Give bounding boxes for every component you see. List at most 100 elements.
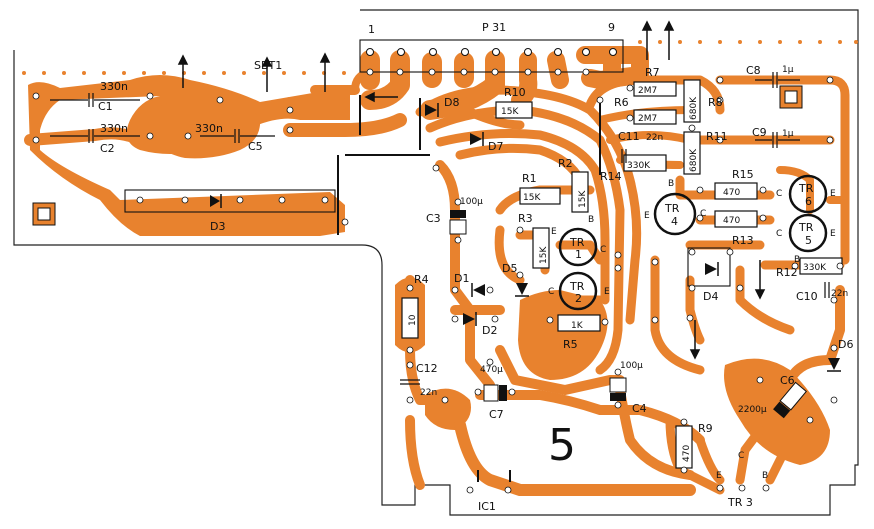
svg-text:C12: C12 — [416, 362, 438, 375]
svg-text:R5: R5 — [563, 338, 578, 351]
svg-text:C: C — [700, 209, 706, 219]
resistor-r1 — [519, 187, 561, 205]
svg-text:D8: D8 — [444, 96, 459, 109]
resistor-r3 — [532, 227, 550, 269]
diode-d8 — [425, 104, 437, 116]
cap-c11 — [621, 149, 627, 163]
svg-text:C11: C11 — [618, 130, 640, 143]
svg-text:15K: 15K — [539, 246, 549, 264]
svg-text:100µ: 100µ — [460, 197, 483, 207]
svg-text:2: 2 — [575, 292, 582, 305]
svg-text:15K: 15K — [578, 190, 588, 208]
svg-text:C4: C4 — [632, 402, 647, 415]
pads — [32, 68, 844, 494]
resistor-r8 — [683, 79, 701, 123]
svg-text:330n: 330n — [100, 80, 128, 93]
svg-text:TR: TR — [664, 202, 680, 215]
cap-c4 — [609, 377, 627, 401]
svg-text:R1: R1 — [522, 172, 537, 185]
cap-c2 — [50, 129, 140, 143]
svg-text:TR 3: TR 3 — [727, 496, 753, 509]
resistor-r6 — [633, 109, 677, 125]
cap-c12 — [400, 379, 420, 385]
svg-text:C5: C5 — [248, 140, 263, 153]
svg-text:R9: R9 — [698, 422, 713, 435]
connector-pins — [366, 48, 617, 56]
svg-text:B: B — [762, 471, 768, 481]
connector-label: P 31 — [482, 21, 506, 34]
svg-text:1K: 1K — [571, 321, 584, 331]
svg-text:R3: R3 — [518, 212, 533, 225]
svg-text:R12: R12 — [776, 266, 798, 279]
svg-text:TR: TR — [798, 182, 814, 195]
svg-text:R15: R15 — [732, 168, 754, 181]
svg-text:R7: R7 — [645, 66, 660, 79]
svg-text:22n: 22n — [831, 289, 848, 299]
svg-text:B: B — [794, 255, 800, 265]
board-number: 5 — [548, 420, 576, 471]
svg-text:6: 6 — [805, 195, 812, 208]
svg-text:2M7: 2M7 — [638, 86, 657, 96]
svg-text:680K: 680K — [689, 148, 699, 172]
labels: P 31 1 9 SBT1 330n C1 330n C2 330n C5 D3… — [98, 21, 853, 513]
svg-text:E: E — [830, 229, 836, 239]
svg-text:E: E — [644, 211, 650, 221]
svg-text:R2: R2 — [558, 157, 573, 170]
svg-text:C: C — [776, 229, 782, 239]
resistor-r10 — [495, 101, 533, 119]
svg-text:2M7: 2M7 — [638, 114, 657, 124]
diode-d2 — [463, 312, 477, 326]
svg-text:C: C — [738, 451, 744, 461]
svg-text:D1: D1 — [454, 272, 469, 285]
svg-text:15K: 15K — [523, 193, 541, 203]
svg-text:D2: D2 — [482, 324, 497, 337]
svg-text:C: C — [776, 189, 782, 199]
svg-text:330n: 330n — [100, 122, 128, 135]
cap-c8 — [755, 72, 800, 88]
connector-p31 — [359, 39, 624, 73]
svg-text:C3: C3 — [426, 212, 441, 225]
cap-c6 — [773, 381, 807, 419]
svg-text:SBT1: SBT1 — [254, 59, 282, 72]
arrows — [177, 20, 766, 360]
connector-pin-last: 9 — [608, 21, 615, 34]
svg-text:TR: TR — [569, 236, 585, 249]
resistor-r7 — [633, 81, 677, 97]
svg-text:E: E — [604, 287, 610, 297]
svg-text:1µ: 1µ — [782, 129, 794, 139]
svg-text:TR: TR — [569, 280, 585, 293]
transistor-tr5 — [788, 213, 828, 253]
svg-text:15K: 15K — [501, 107, 519, 117]
svg-text:1: 1 — [575, 248, 582, 261]
svg-text:330K: 330K — [803, 263, 827, 273]
wire-bridge-1 — [337, 95, 430, 235]
diode-d4 — [687, 247, 731, 287]
svg-text:470: 470 — [682, 445, 692, 462]
svg-text:680K: 680K — [689, 96, 699, 120]
transistor-tr4 — [653, 192, 697, 236]
cap-c1 — [50, 93, 140, 107]
resistor-r15 — [714, 182, 758, 200]
svg-text:R11: R11 — [706, 130, 728, 143]
svg-text:R13: R13 — [732, 234, 754, 247]
svg-text:C: C — [600, 245, 606, 255]
cap-c9 — [755, 132, 800, 148]
svg-text:B: B — [588, 215, 594, 225]
board-outline — [13, 9, 859, 516]
svg-text:B: B — [668, 179, 674, 189]
svg-text:C7: C7 — [489, 408, 504, 421]
cap-c5 — [200, 129, 275, 143]
svg-text:C2: C2 — [100, 142, 115, 155]
svg-text:R14: R14 — [600, 170, 622, 183]
svg-text:R4: R4 — [414, 273, 429, 286]
svg-text:D3: D3 — [210, 220, 225, 233]
resistor-r14 — [623, 154, 667, 172]
resistor-r13 — [714, 210, 758, 228]
connector-pin-first: 1 — [368, 23, 375, 36]
svg-text:C6: C6 — [780, 374, 795, 387]
diode-d5 — [515, 283, 529, 297]
cap-c3 — [449, 210, 467, 235]
silkscreen — [32, 20, 844, 494]
svg-text:E: E — [830, 189, 836, 199]
